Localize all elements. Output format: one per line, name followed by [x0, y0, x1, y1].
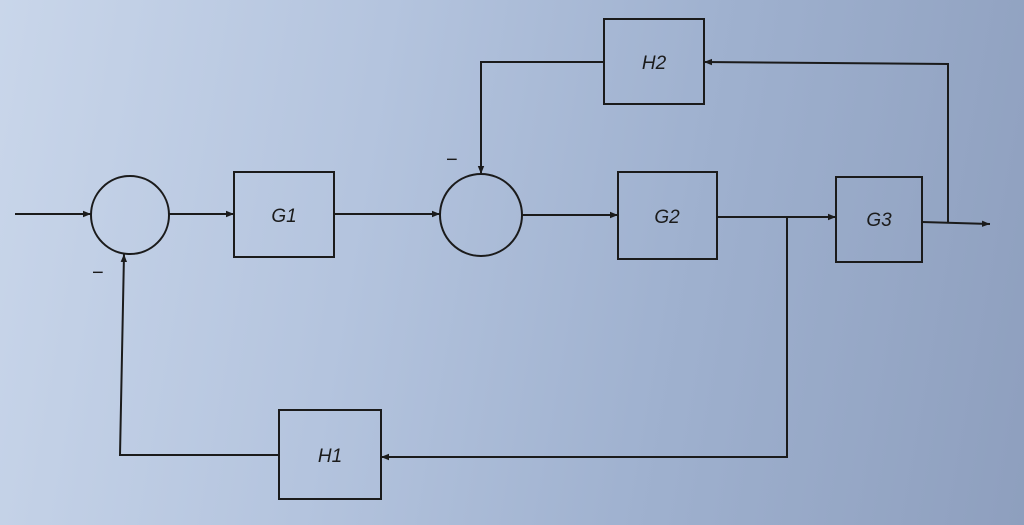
block-h1: H1 [278, 409, 382, 500]
summing-junction-2 [439, 173, 523, 257]
sum1-minus-sign: − [92, 262, 104, 284]
block-h2-label: H2 [642, 53, 667, 74]
block-g2-label: G2 [654, 207, 680, 228]
g2-output-to-h1-arrow [381, 217, 788, 461]
block-g1-label: G1 [271, 206, 296, 227]
summing-junction-1 [90, 175, 170, 255]
block-g2: G2 [617, 171, 718, 260]
block-g1: G1 [233, 171, 335, 258]
h1-to-sum1-arrow [118, 253, 279, 456]
output-signal-arrow [921, 220, 991, 227]
block-h2: H2 [603, 18, 705, 105]
h2-to-sum2-arrow [477, 61, 604, 174]
block-h1-label: H1 [318, 446, 342, 467]
sum2-minus-sign: − [446, 149, 458, 171]
g3-output-to-h2-arrow [703, 58, 949, 222]
block-g3-label: G3 [866, 210, 892, 231]
block-g3: G3 [835, 176, 923, 263]
